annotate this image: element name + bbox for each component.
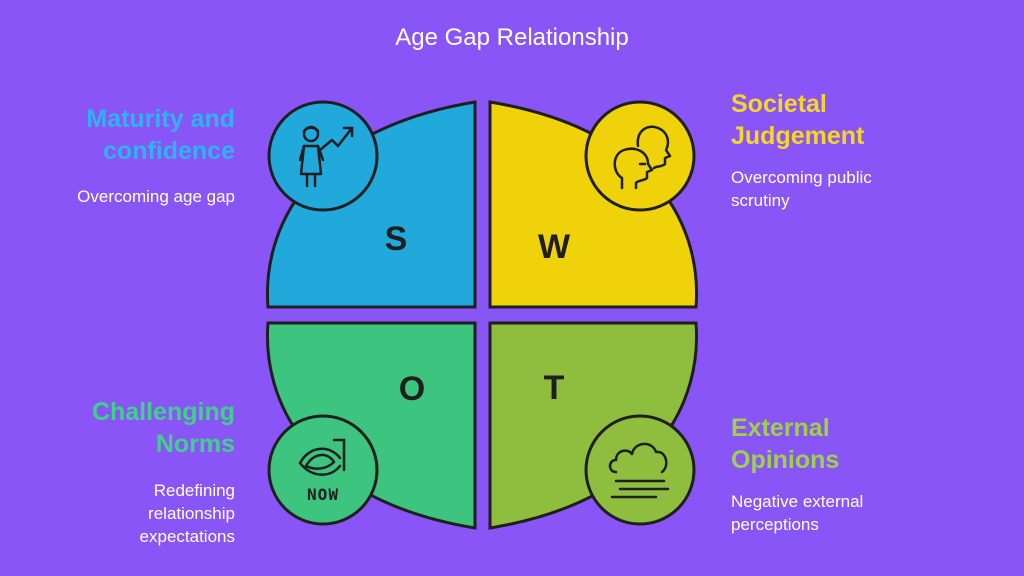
weaknesses-description: Overcoming public scrutiny	[731, 168, 872, 210]
weaknesses-heading: Societal Judgement	[731, 90, 865, 150]
weaknesses-letter: W	[538, 228, 571, 266]
cloud-fog-icon	[584, 414, 696, 526]
opportunities-letter: O	[399, 370, 425, 408]
threats-heading: External Opinions	[731, 414, 840, 474]
person-growth-arrow-icon	[267, 100, 379, 212]
now-logo-text: NOW	[307, 485, 339, 504]
nvidia-now-logo-icon: NOW	[267, 414, 379, 526]
threats-letter: T	[544, 369, 565, 407]
page-title: Age Gap Relationship	[395, 24, 629, 51]
strengths-heading: Maturity and confidence	[86, 105, 235, 165]
opportunities-heading: Challenging Norms	[91, 398, 235, 458]
threats-description: Negative external perceptions	[731, 492, 864, 534]
two-heads-profile-icon	[584, 100, 696, 212]
opportunities-description: Redefining relationship expectations	[139, 481, 235, 546]
strengths-description: Overcoming age gap	[77, 187, 235, 206]
strengths-letter: S	[385, 220, 408, 258]
